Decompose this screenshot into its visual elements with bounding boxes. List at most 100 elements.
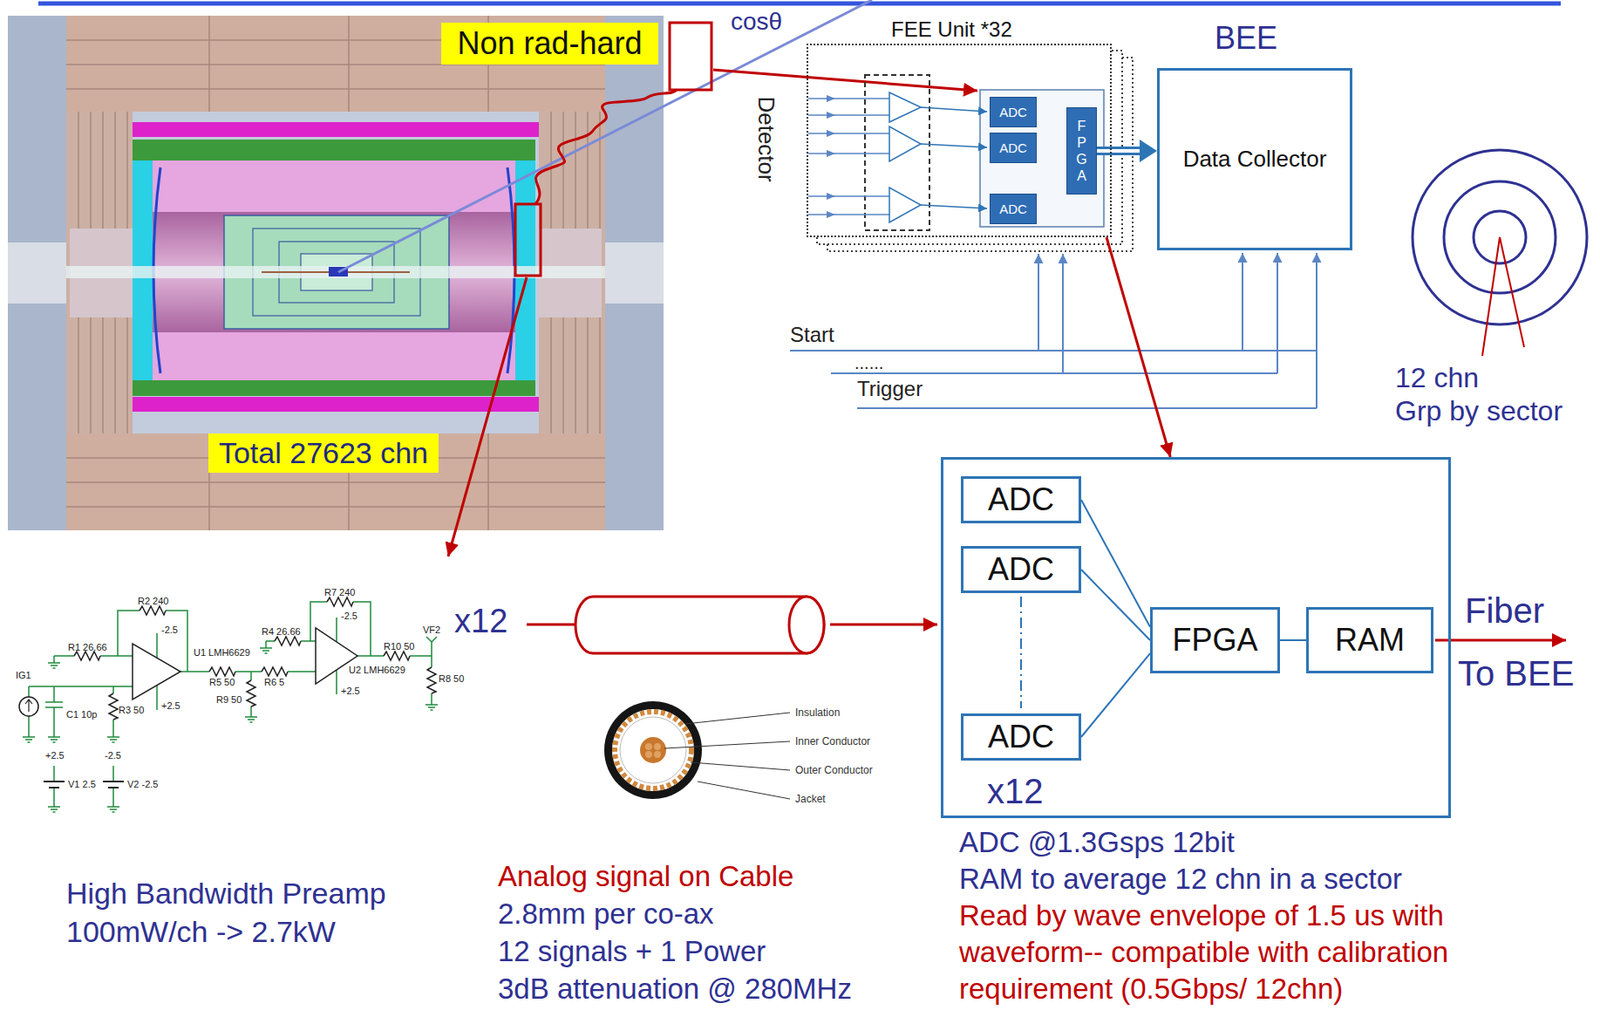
detector-illustration <box>252 228 421 316</box>
node-text: Total 27623 chn <box>218 435 429 471</box>
readout-board: x12ADCADCADCFPGARAM <box>940 456 1451 818</box>
control-lines <box>789 350 1317 409</box>
fee-internals <box>827 57 1133 252</box>
component-label: R6 5 <box>264 676 285 688</box>
adc-chip: ADC <box>989 193 1037 225</box>
preamp-schematic <box>19 597 438 812</box>
arrowhead <box>1139 139 1158 163</box>
node-text: RAM <box>1334 620 1405 659</box>
control-lines <box>1062 253 1064 374</box>
pointer-arrow <box>448 277 527 557</box>
supply-label: +2.5 <box>340 685 361 697</box>
preamp-schematic <box>22 647 438 812</box>
link-label: To BEE <box>1457 652 1574 695</box>
node-text: x12 <box>987 769 1044 812</box>
note-text: requirement (0.5Gbps/ 12chn) <box>959 971 1343 1007</box>
connector <box>1096 139 1158 163</box>
component-label: IG1 <box>15 669 32 681</box>
electronics-location-marker <box>669 22 712 90</box>
detector-illustration <box>7 15 664 531</box>
note-text: waveform-- compatible with calibration <box>959 934 1449 970</box>
component-label: R2 240 <box>137 595 169 607</box>
coax-cable <box>575 596 824 654</box>
coax-cross-section <box>653 742 661 750</box>
component-label: R1 26.66 <box>68 641 108 654</box>
note-text: 3dB attenuation @ 280MHz <box>497 971 852 1007</box>
fee-internals <box>980 89 1104 227</box>
connector-line <box>1096 146 1142 156</box>
component-label: U1 LMH6629 <box>193 646 251 659</box>
coax-cross-section <box>640 736 667 763</box>
fpga-box: FPGA <box>1150 606 1280 674</box>
supply-label: +2.5 <box>161 700 181 712</box>
component-label: R5 50 <box>209 676 235 688</box>
fee-internals <box>808 50 1133 252</box>
signal-name: Start <box>789 322 835 348</box>
input-label: Detector <box>751 87 779 192</box>
fee-unit-frame: FEE Unit *32ADCADCADCFPGA <box>806 43 1112 238</box>
highlight-label: Total 27623 chn <box>208 433 439 473</box>
fee-internals <box>920 143 988 148</box>
coax-cross-section <box>645 750 653 758</box>
node-text: ADC <box>999 140 1028 157</box>
coax-cable <box>789 596 824 654</box>
note-text: RAM to average 12 chn in a sector <box>959 861 1403 897</box>
probe-label: VF2 <box>422 624 441 636</box>
coax-cross-section <box>645 742 653 750</box>
note-text: Read by wave envelope of 1.5 us with <box>959 898 1444 933</box>
supply-label: -2.5 <box>161 624 178 636</box>
fiber-arrow <box>1435 639 1566 642</box>
component-label: C1 10p <box>66 708 97 721</box>
part-name: Jacket <box>795 792 826 805</box>
signal-name: ...... <box>854 352 884 374</box>
component-label: R9 50 <box>216 694 242 706</box>
multiplicity-label: x12 <box>454 601 508 642</box>
fee-internals <box>920 204 988 209</box>
fee-internals <box>826 95 836 218</box>
node-text: ADC <box>987 480 1055 518</box>
coax-cable <box>575 596 824 654</box>
note-text: 12 signals + 1 Power <box>497 933 766 969</box>
control-lines <box>1315 252 1318 409</box>
note-text: 100mW/ch -> 2.7kW <box>66 913 336 950</box>
node-text: ADC <box>987 550 1055 588</box>
control-lines <box>789 252 1317 409</box>
detector-illustration <box>132 380 536 396</box>
fpga-chip: FPGA <box>1066 107 1097 195</box>
coax-cross-section <box>619 716 687 783</box>
detector-illustration <box>66 15 606 531</box>
part-name: Insulation <box>795 706 840 719</box>
connector-line <box>1081 569 1151 640</box>
dash-dot-continuation <box>1020 596 1022 709</box>
note-text: Analog signal on Cable <box>497 858 794 894</box>
node-text: ADC <box>999 104 1028 121</box>
detector-illustration <box>605 242 664 304</box>
detector-illustration <box>132 396 539 412</box>
note-text: 2.8mm per co-ax <box>497 896 715 932</box>
connector-line <box>1280 639 1307 641</box>
connector-line <box>1081 653 1151 737</box>
adc-box: ADC <box>960 545 1082 593</box>
coax-cross-section <box>614 711 692 789</box>
detector-illustration <box>7 15 664 531</box>
note-text: Grp by sector <box>1395 394 1563 428</box>
sector-rings <box>1412 149 1587 356</box>
component-label: U2 LMH6629 <box>348 664 406 676</box>
supply-label: -2.5 <box>104 749 122 762</box>
component-label: R8 50 <box>438 673 464 685</box>
connector <box>1081 569 1151 640</box>
supply-label: +2.5 <box>45 749 65 762</box>
pointer-arrow <box>713 69 978 91</box>
connector-line <box>1081 499 1151 627</box>
coax-cross-section <box>664 712 790 799</box>
link-label: Fiber <box>1464 589 1545 632</box>
fee-internals <box>889 92 921 123</box>
signal-name: Trigger <box>857 376 923 402</box>
cable-route <box>535 89 677 205</box>
node-text: FPGA <box>1171 620 1258 659</box>
supply-label: -2.5 <box>340 610 358 622</box>
detector-illustration <box>7 242 67 304</box>
fee-internals <box>889 187 921 223</box>
node-text: FPGA <box>1075 117 1090 185</box>
